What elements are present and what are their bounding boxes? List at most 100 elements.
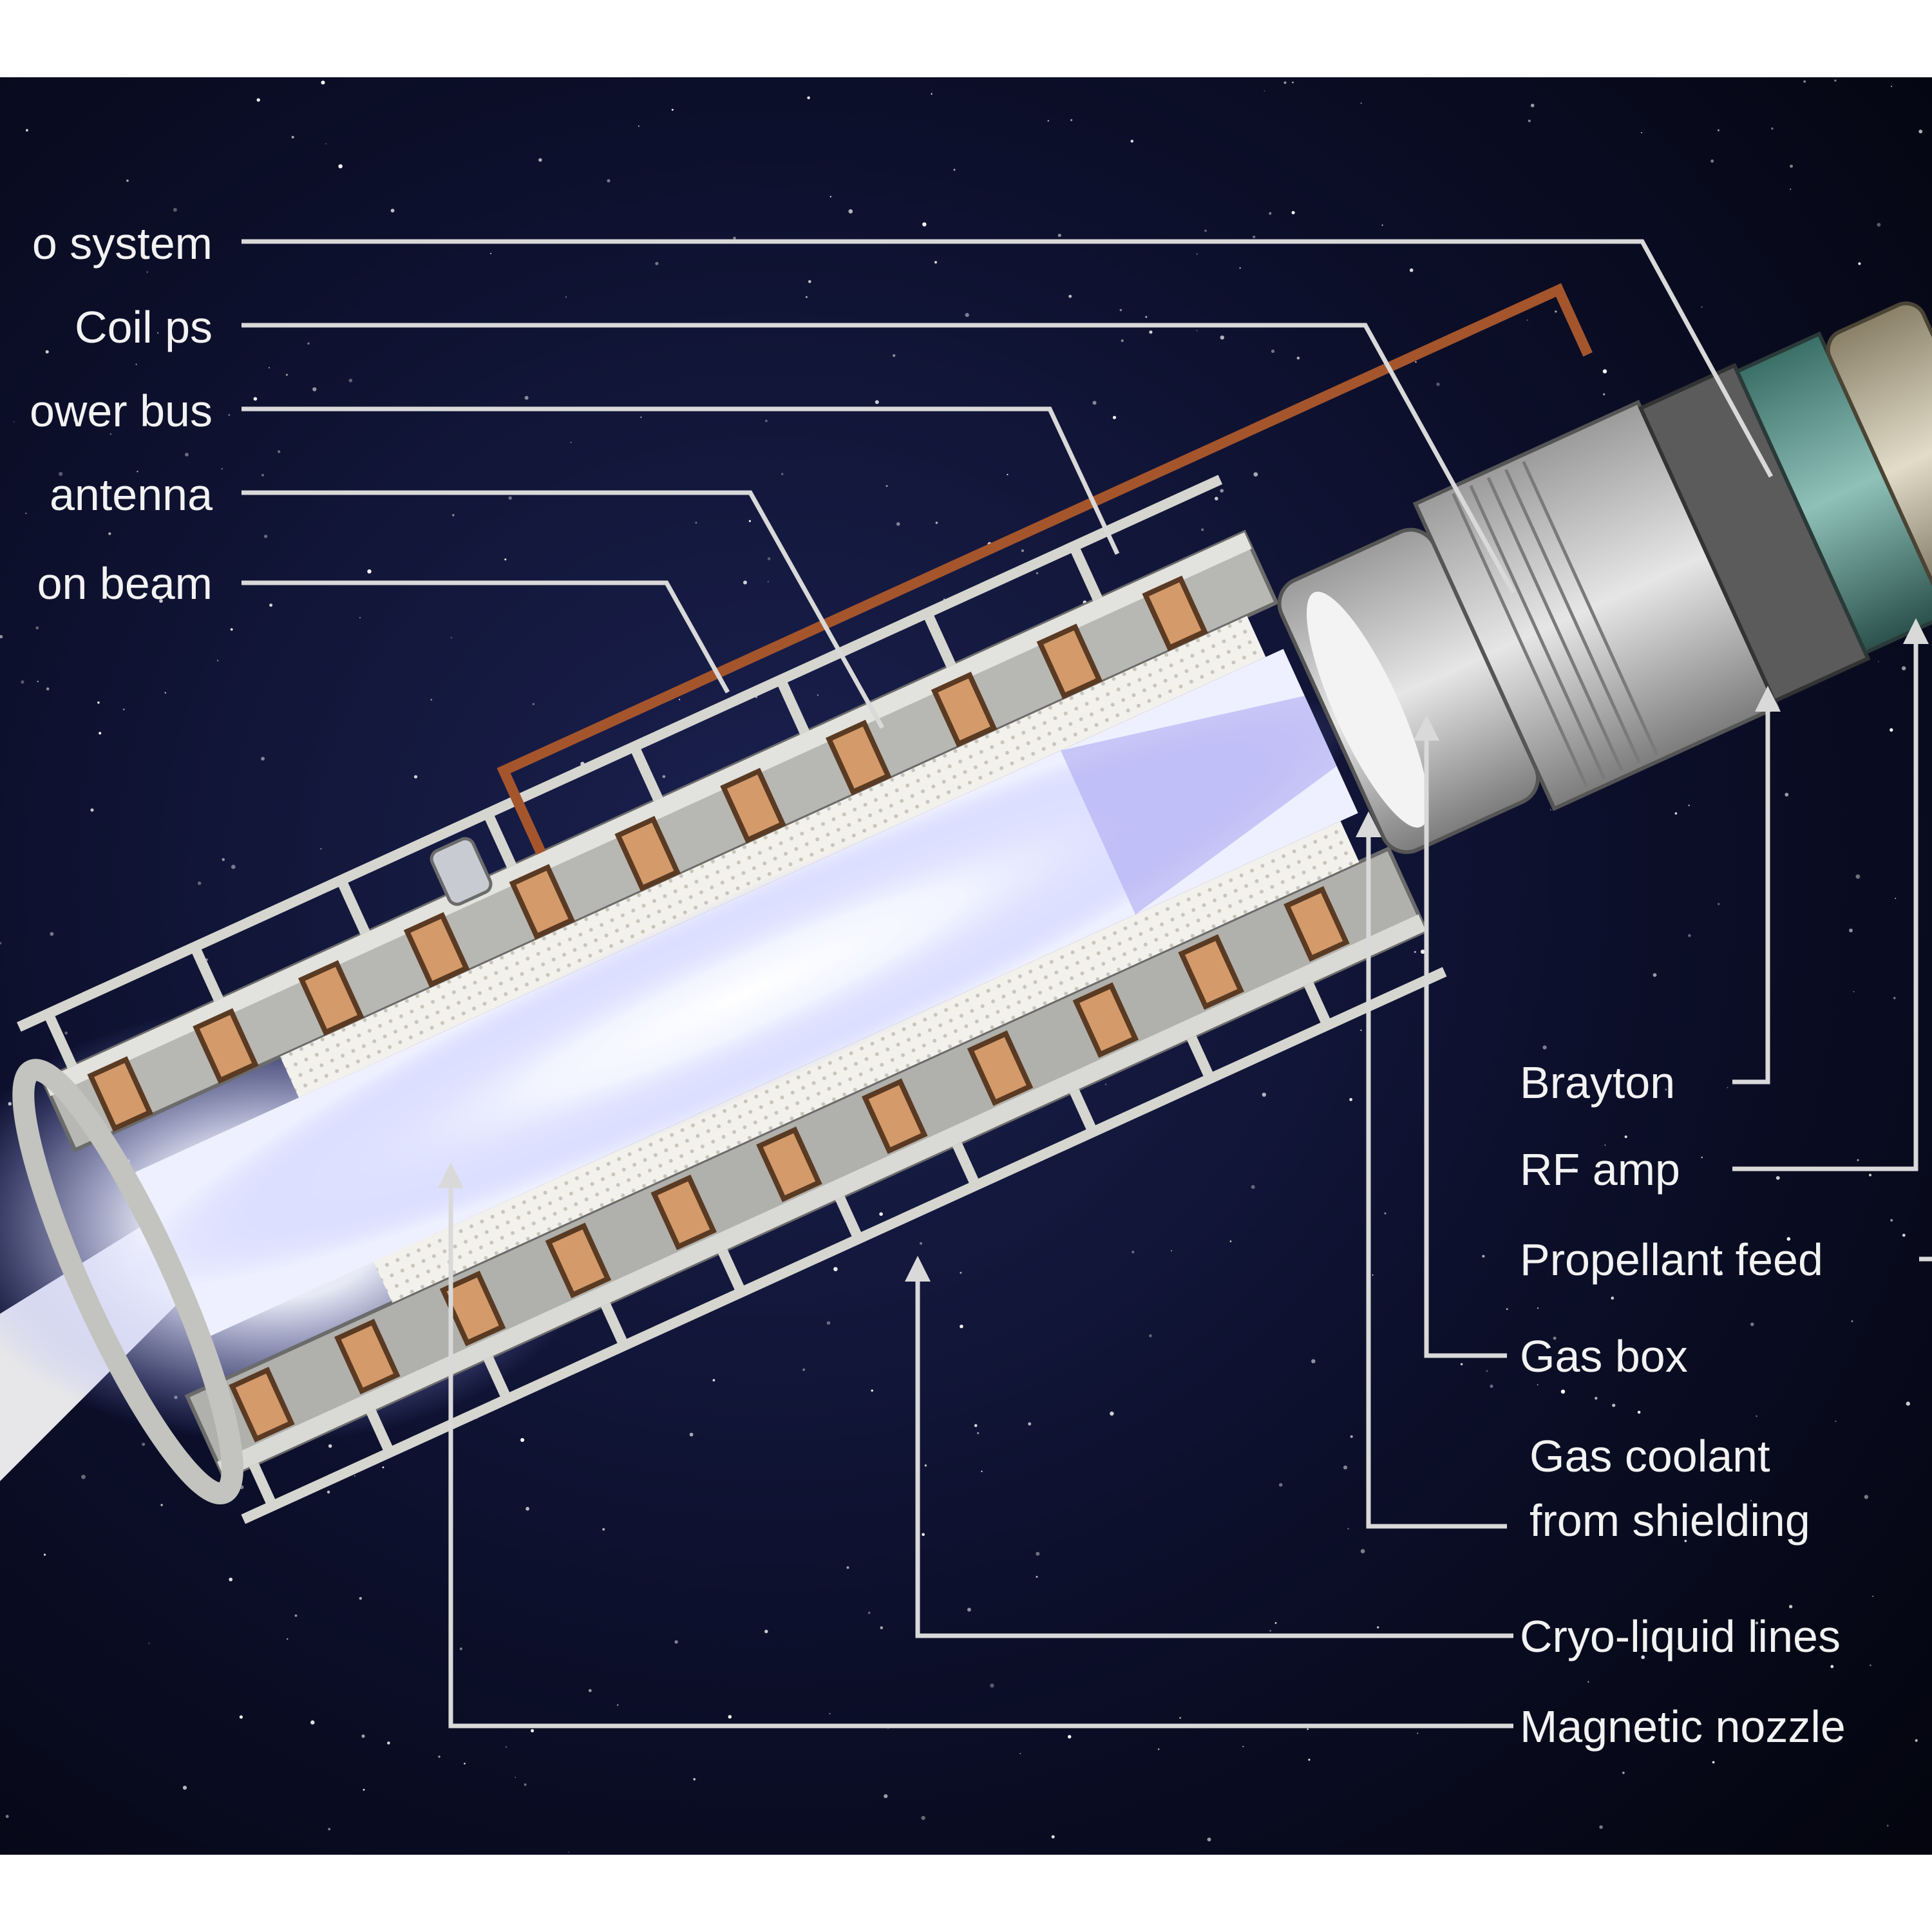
- star: [285, 374, 288, 376]
- star: [1350, 1435, 1353, 1438]
- star: [1269, 1629, 1271, 1632]
- star: [1853, 991, 1855, 992]
- star: [1803, 80, 1806, 83]
- star: [1870, 1664, 1871, 1667]
- star: [1895, 898, 1897, 899]
- star: [1007, 473, 1009, 476]
- star: [1710, 159, 1714, 163]
- star: [1068, 1735, 1072, 1739]
- star: [805, 296, 808, 298]
- star: [689, 1432, 694, 1437]
- star: [160, 1504, 163, 1506]
- star: [1902, 1233, 1906, 1237]
- star: [1253, 472, 1258, 477]
- star: [1262, 1092, 1267, 1097]
- leader-antenna: [242, 490, 885, 729]
- label-propellant-feed: Propellant feed: [1520, 1235, 1823, 1285]
- star: [1486, 1370, 1488, 1372]
- star: [674, 1640, 678, 1644]
- star: [879, 1212, 883, 1216]
- star: [921, 1815, 925, 1821]
- star: [977, 1432, 980, 1434]
- star: [768, 581, 769, 583]
- star: [748, 520, 751, 522]
- star: [531, 1729, 535, 1732]
- star: [1384, 1212, 1387, 1215]
- star: [354, 1475, 355, 1477]
- star: [826, 1321, 831, 1325]
- star: [490, 252, 492, 254]
- star: [1196, 330, 1198, 332]
- star: [1047, 120, 1050, 122]
- star: [159, 599, 163, 603]
- nozzle-rim: [12, 1059, 243, 1505]
- star: [1542, 1045, 1547, 1050]
- star: [0, 635, 3, 639]
- star: [1717, 129, 1719, 131]
- star: [1718, 903, 1720, 905]
- star: [919, 1242, 923, 1245]
- star: [1906, 1401, 1910, 1406]
- star: [886, 485, 888, 488]
- star: [173, 207, 177, 212]
- star: [570, 442, 572, 443]
- star: [1835, 1421, 1837, 1422]
- star: [156, 332, 159, 334]
- star: [960, 1271, 962, 1274]
- star: [1149, 1334, 1152, 1338]
- star: [1790, 164, 1794, 168]
- star: [1251, 1185, 1255, 1189]
- star: [1242, 1746, 1244, 1747]
- star: [109, 433, 112, 435]
- star: [1292, 81, 1294, 84]
- star: [291, 136, 294, 138]
- upper-coils: [87, 575, 1208, 1132]
- star: [1624, 1135, 1627, 1139]
- star: [1307, 1728, 1309, 1730]
- star: [1409, 268, 1414, 272]
- star: [33, 412, 37, 415]
- star: [1036, 1551, 1040, 1556]
- star: [43, 1553, 46, 1556]
- star: [146, 271, 148, 273]
- star: [1755, 1622, 1759, 1625]
- star: [229, 1577, 233, 1582]
- star: [588, 1689, 592, 1692]
- star: [1170, 1250, 1173, 1252]
- star: [256, 98, 260, 102]
- star: [880, 1626, 884, 1629]
- label-gas-box: Gas box: [1520, 1331, 1688, 1381]
- star: [231, 864, 236, 869]
- star: [1785, 793, 1789, 797]
- star: [829, 1712, 831, 1715]
- star: [781, 473, 784, 475]
- star: [122, 708, 125, 710]
- star: [1264, 90, 1265, 92]
- star: [1220, 335, 1225, 340]
- star: [1110, 1411, 1114, 1416]
- star: [1677, 1647, 1681, 1651]
- star: [452, 514, 455, 516]
- star: [829, 196, 831, 198]
- star: [532, 703, 535, 705]
- star: [1070, 118, 1073, 122]
- star: [1239, 267, 1241, 269]
- star: [108, 532, 111, 535]
- star: [59, 471, 63, 477]
- star: [1603, 393, 1605, 395]
- star: [565, 296, 567, 298]
- star: [896, 522, 900, 526]
- star: [50, 932, 54, 936]
- star: [1788, 1605, 1793, 1609]
- star: [1414, 951, 1416, 953]
- star: [430, 699, 432, 701]
- star: [1021, 549, 1024, 553]
- star: [846, 1566, 849, 1569]
- star: [1381, 224, 1383, 226]
- star: [1719, 1271, 1722, 1273]
- star: [965, 313, 969, 317]
- star: [450, 637, 453, 639]
- star: [712, 1379, 715, 1382]
- star: [1526, 319, 1528, 321]
- star: [764, 1629, 768, 1633]
